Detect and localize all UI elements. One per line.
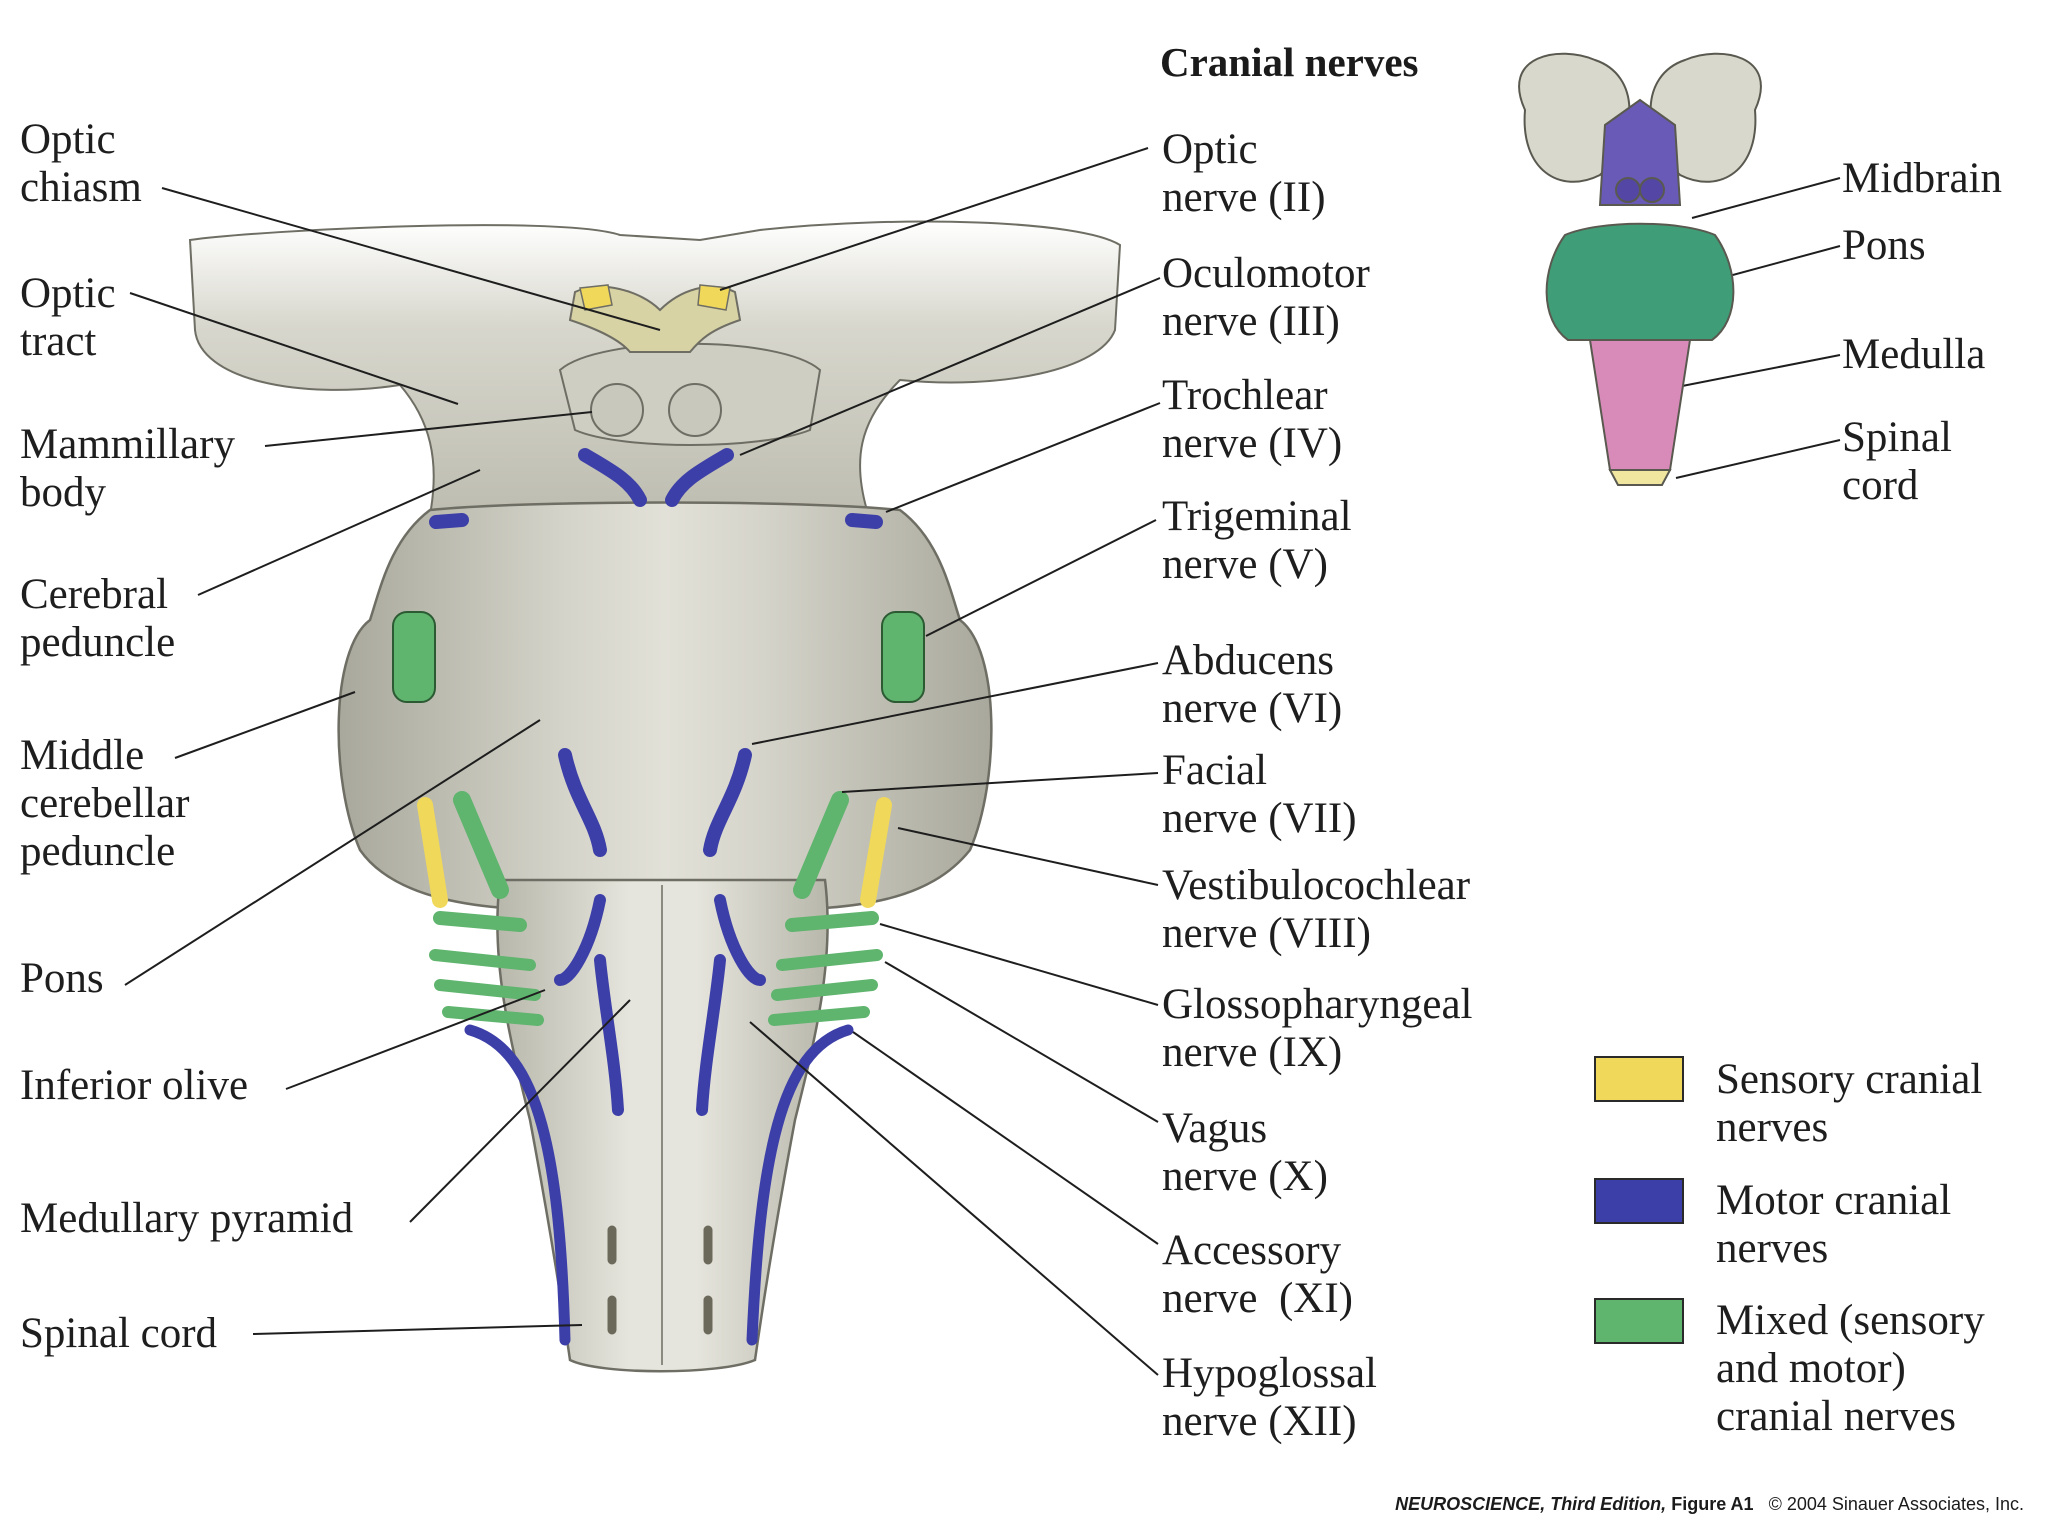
- label-inferior-olive: Inferior olive: [20, 1062, 249, 1109]
- accessory-nerve-left: [464, 1024, 571, 1346]
- credit-book: NEUROSCIENCE, Third Edition,: [1395, 1494, 1667, 1514]
- oculomotor-nerve-right: [665, 448, 734, 507]
- legend-swatch-sensory: [1594, 1056, 1684, 1102]
- credit-copyright: © 2004 Sinauer Associates, Inc.: [1768, 1494, 2024, 1514]
- label-inset-pons: Pons: [1842, 222, 1926, 269]
- vestibulocochlear-nerve-left: [417, 797, 448, 908]
- hypoglossal-nerve-left: [554, 894, 624, 1116]
- abducens-nerve-right: [703, 748, 752, 857]
- legend-swatch-motor: [1594, 1178, 1684, 1224]
- facial-nerve-right: [793, 791, 849, 899]
- inset-brainstem: [1518, 52, 1762, 486]
- glossopharyngeal-nerve-left: [433, 911, 527, 932]
- vagus-nerve-left: [429, 949, 544, 1026]
- trochlear-nerve-right: [845, 513, 883, 529]
- trochlear-nerve-left: [429, 513, 469, 529]
- glossopharyngeal-nerve-right: [785, 911, 879, 932]
- oculomotor-nerve-left: [578, 448, 647, 507]
- diagram-title: Cranial nerves: [1160, 39, 1419, 85]
- trigeminal-nerve-right: [881, 611, 925, 703]
- trigeminal-nerve-left: [392, 611, 436, 703]
- mammillary-body-left: [590, 383, 644, 437]
- leader-lines: [124, 147, 1841, 1376]
- legend-swatch-mixed: [1594, 1298, 1684, 1344]
- abducens-nerve-left: [558, 748, 607, 857]
- label-medullary-pyramid: Medullary pyramid: [20, 1195, 354, 1242]
- label-pons: Pons: [20, 955, 104, 1002]
- figure-credit: NEUROSCIENCE, Third Edition, Figure A1 ©…: [1395, 1494, 2024, 1515]
- accessory-nerve-right: [746, 1024, 854, 1346]
- hypoglossal-nerve-right: [696, 894, 766, 1116]
- vestibulocochlear-nerve-right: [860, 797, 892, 908]
- credit-figure: Figure A1: [1671, 1494, 1754, 1514]
- vagus-nerve-right: [768, 949, 883, 1026]
- label-inset-medulla: Medulla: [1842, 331, 1986, 378]
- label-inset-midbrain: Midbrain: [1842, 155, 2003, 202]
- facial-nerve-left: [453, 791, 509, 899]
- label-spinal-cord: Spinal cord: [20, 1310, 218, 1357]
- optic-nerve-shape: [579, 284, 731, 311]
- mammillary-body-right: [668, 383, 722, 437]
